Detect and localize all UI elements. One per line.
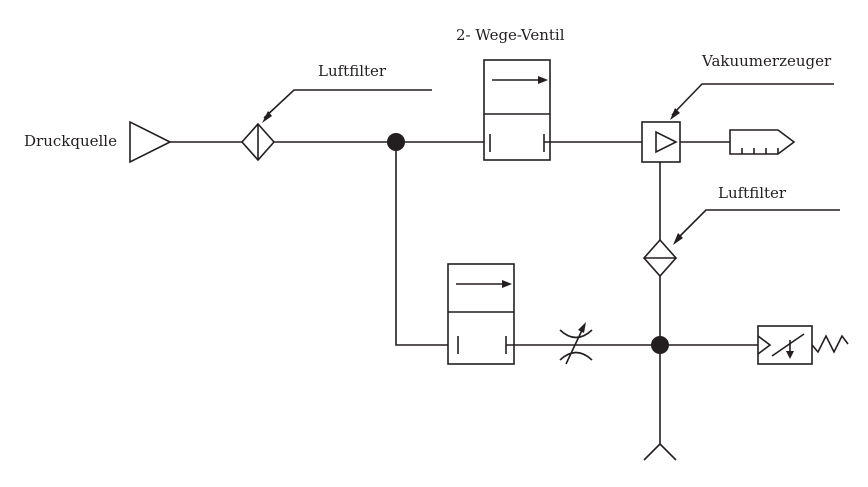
suction-cup-symbol bbox=[643, 443, 677, 461]
adjustable-throttle-symbol bbox=[559, 322, 593, 365]
air-filter-1-leader-arrow bbox=[262, 111, 272, 123]
vacuum-switch-symbol bbox=[757, 325, 849, 365]
air-filter-1-symbol bbox=[240, 122, 276, 162]
vacuum-generator-symbol bbox=[641, 121, 681, 163]
label-air-filter-2: Luftfilter bbox=[718, 184, 787, 202]
valve-2way-top-symbol bbox=[483, 59, 551, 161]
pressure-source-symbol bbox=[129, 120, 172, 164]
air-filter-2-leader-arrow bbox=[673, 233, 683, 245]
air-filter-2-symbol bbox=[642, 238, 678, 278]
vacuum-generator-leader bbox=[671, 83, 834, 116]
label-valve-2way: 2- Wege-Ventil bbox=[456, 26, 565, 44]
air-filter-1-leader bbox=[263, 89, 432, 119]
label-air-filter-1: Luftfilter bbox=[318, 62, 387, 80]
air-filter-2-leader bbox=[675, 209, 840, 241]
silencer-symbol bbox=[729, 129, 796, 155]
label-vacuum-generator: Vakuumerzeuger bbox=[702, 52, 832, 70]
valve-2way-bottom-symbol bbox=[447, 263, 515, 365]
line-junction-to-valve-2 bbox=[395, 142, 458, 346]
label-pressure-source: Druckquelle bbox=[24, 132, 117, 150]
vacuum-generator-leader-arrow bbox=[670, 108, 680, 120]
